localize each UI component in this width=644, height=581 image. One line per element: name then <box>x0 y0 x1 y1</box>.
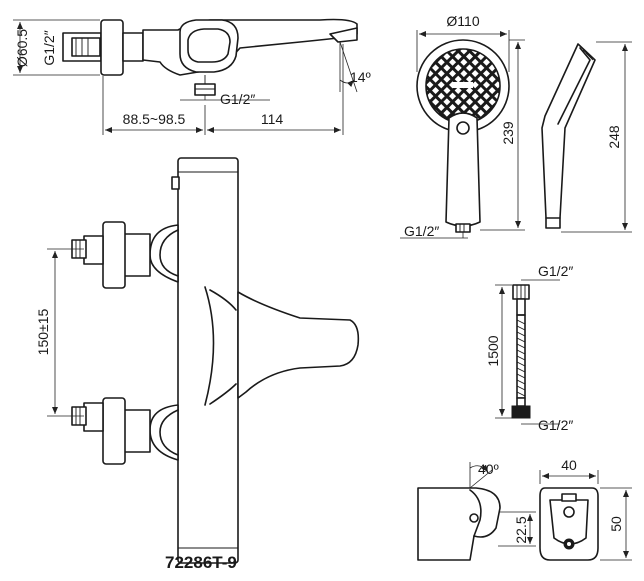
handshower-length-label: 239 <box>500 121 516 145</box>
mixer-body <box>177 157 239 564</box>
spout-diameter-label: Ø60.5 <box>14 29 30 67</box>
handshower-front: Ø110 239 G1/2″ <box>400 13 525 239</box>
mixer-button <box>171 176 180 190</box>
hose-bottom-nut <box>511 405 531 419</box>
hose-thread-top-label: G1/2″ <box>538 263 573 279</box>
handshower-side: 248 <box>541 41 632 233</box>
outlet-thread-label: G1/2″ <box>220 91 255 107</box>
top-escutcheon <box>100 19 124 76</box>
holder-side-profile <box>417 487 501 561</box>
spout-length-label: 114 <box>261 111 284 127</box>
head-diameter-label: Ø110 <box>446 13 479 29</box>
front-spout <box>237 291 360 399</box>
holder-front-profile <box>539 487 599 561</box>
holder-side: 40º 22.5 <box>417 461 536 561</box>
handshower-thread-label: G1/2″ <box>404 223 439 239</box>
center-distance-label: 88.5~98.5 <box>123 111 186 127</box>
holder-front: 40 50 <box>539 457 632 561</box>
handshower-total-length-label: 248 <box>606 125 622 149</box>
holder-angle-label: 40º <box>478 461 499 477</box>
model-number: 72286T-9 <box>165 553 237 572</box>
lower-escutcheon <box>122 409 151 453</box>
hose-length-label: 1500 <box>485 335 501 366</box>
inlet-spacing-label: 150±15 <box>35 308 51 355</box>
inlet-thread-top-label: G1/2″ <box>41 30 57 65</box>
shower-handle <box>445 112 481 227</box>
hose-thread-bottom-label: G1/2″ <box>538 417 573 433</box>
holder-height-label: 50 <box>608 516 624 532</box>
holder-width-label: 40 <box>561 457 577 473</box>
top-mixer-body <box>142 18 358 76</box>
hose: G1/2″ G1/2″ 1500 <box>485 263 573 433</box>
top-view: 14º Ø60.5 G1/2″ G1/2″ 88.5~98.5 114 <box>13 18 371 135</box>
shower-side-profile <box>541 43 596 223</box>
spout-angle-label: 14º <box>350 69 371 85</box>
upper-escutcheon <box>122 233 151 277</box>
holder-offset-label: 22.5 <box>513 516 529 543</box>
front-view: 150±15 <box>35 157 360 564</box>
